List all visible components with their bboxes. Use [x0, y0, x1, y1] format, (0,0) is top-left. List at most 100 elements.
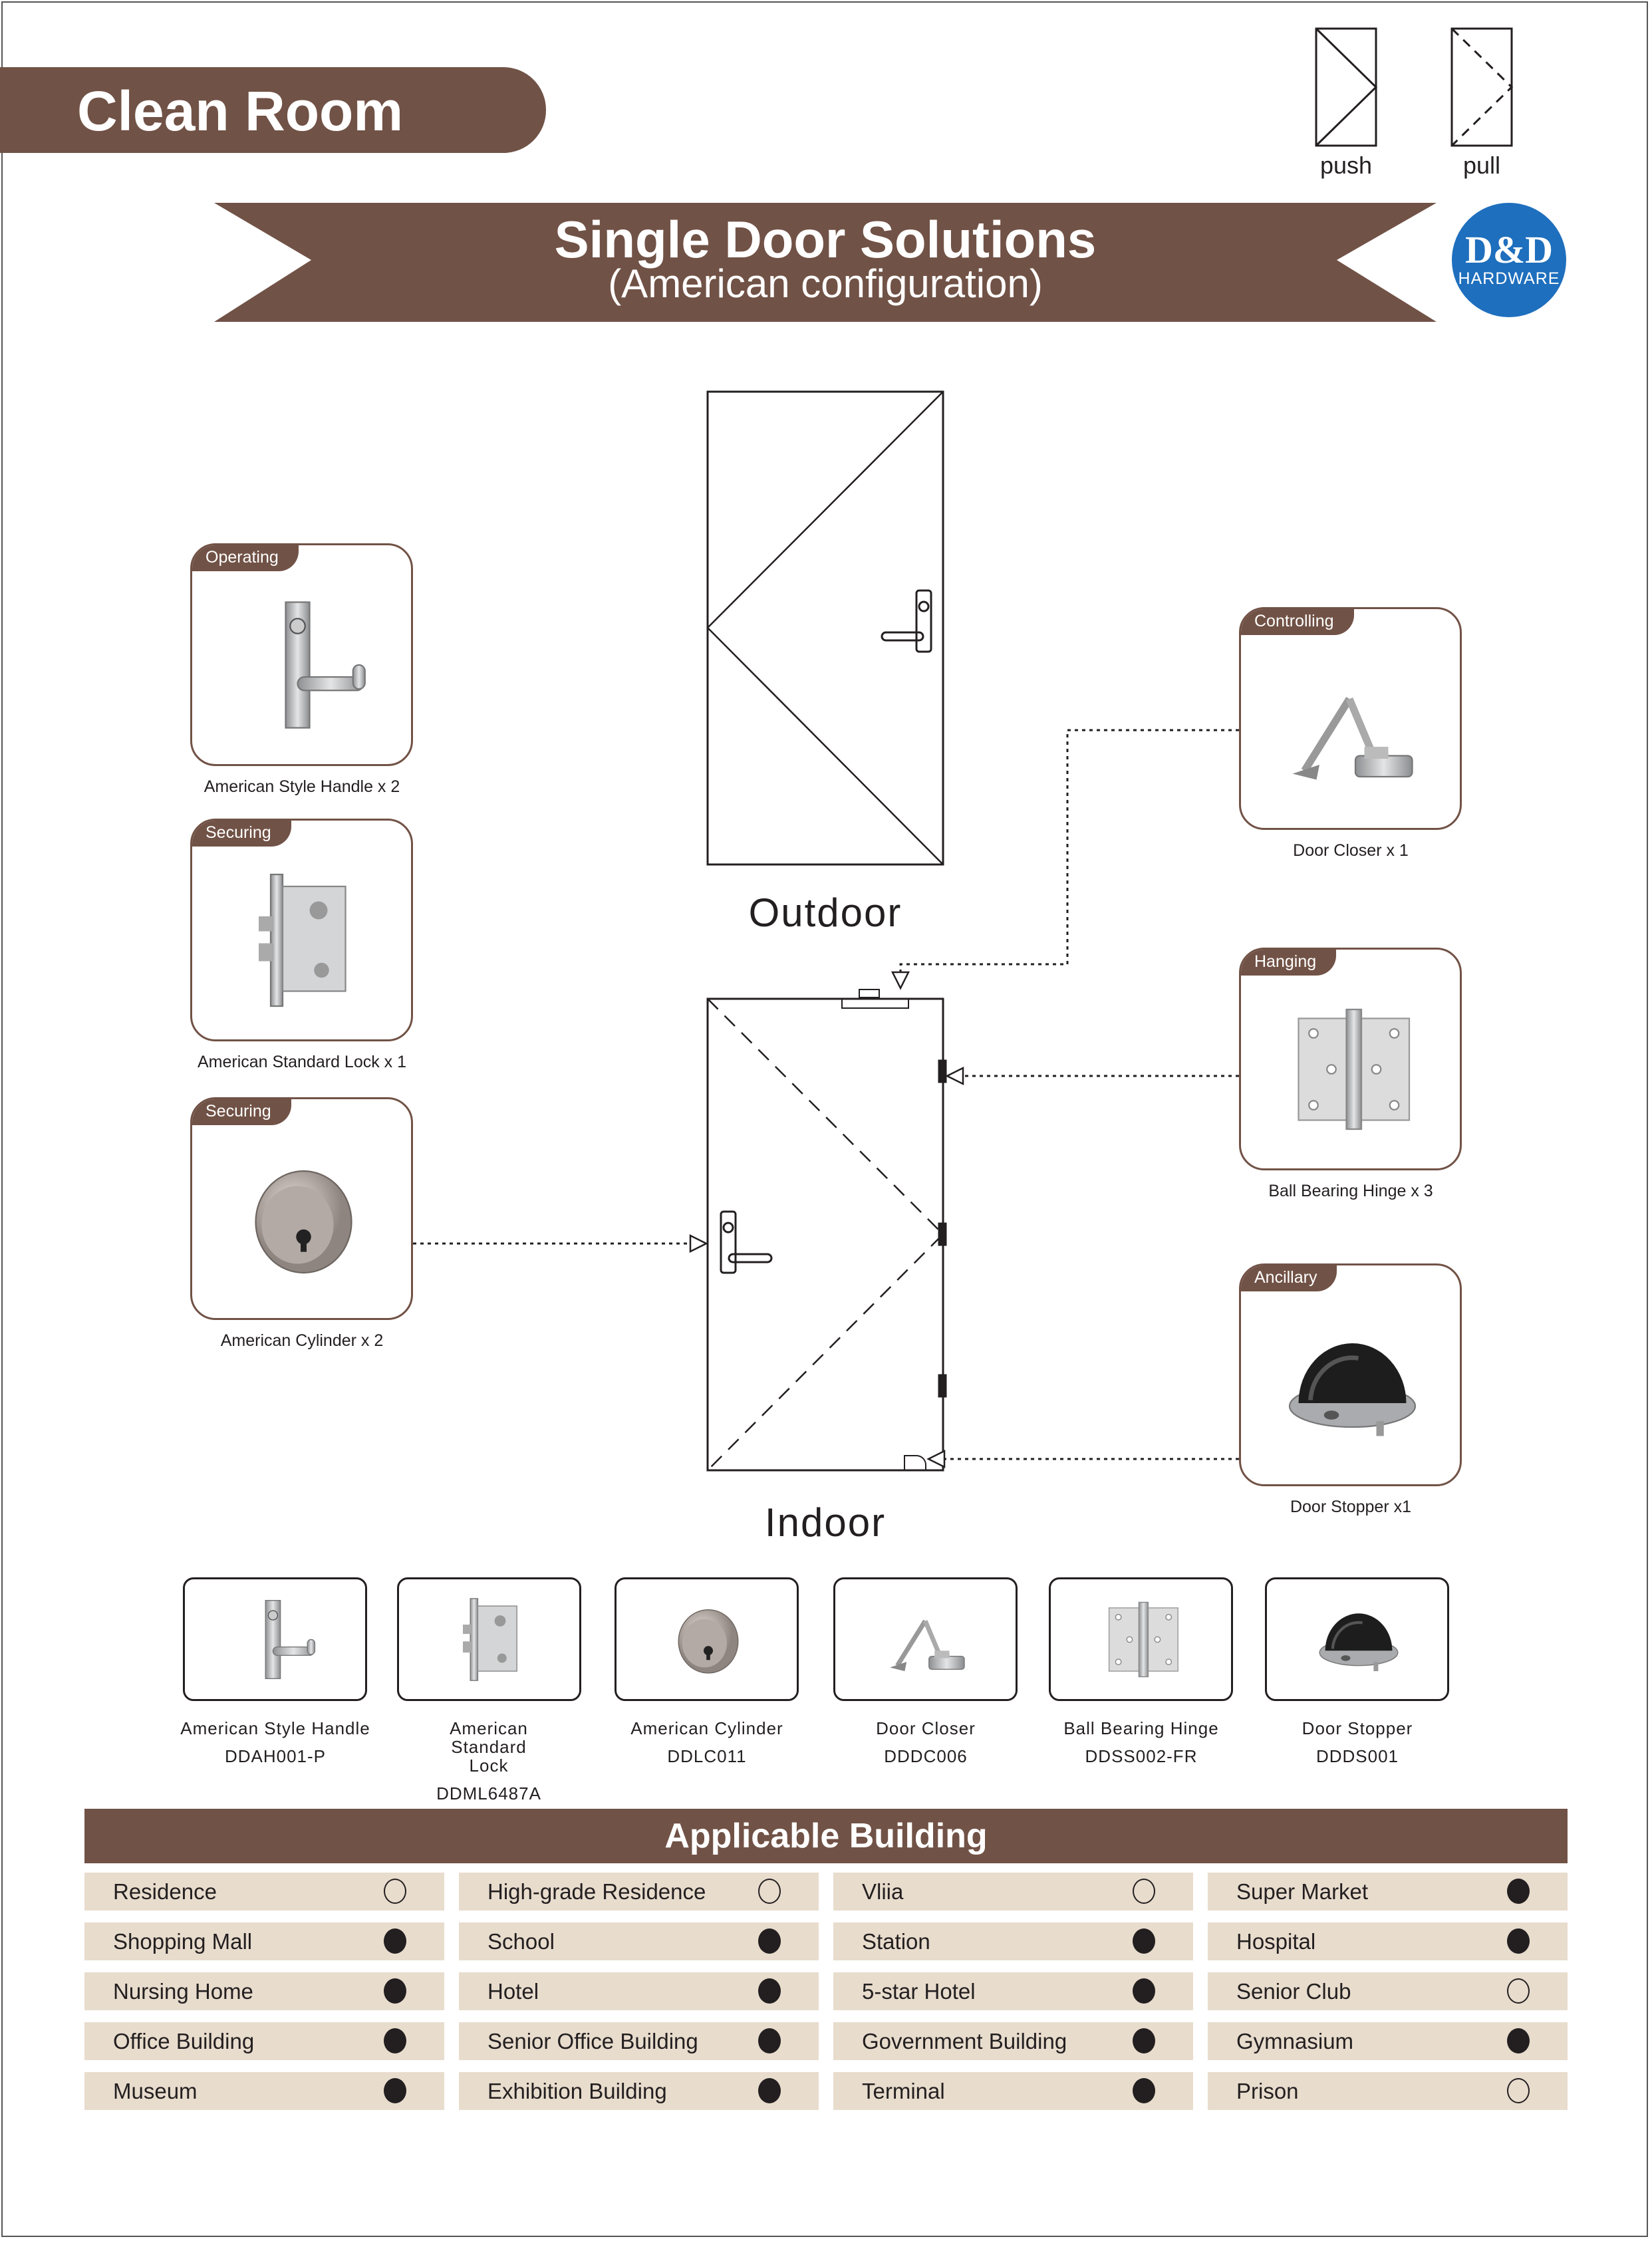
building-item: Senior Club [1208, 1972, 1568, 2010]
building-name: 5-star Hotel [862, 1979, 976, 2004]
applicable-filled-dot-icon [758, 2028, 781, 2053]
card-category-tag: Securing [192, 1099, 291, 1125]
hardware-card-lock: Securing [190, 819, 413, 1041]
brand-logo: D&D HARDWARE [1452, 203, 1566, 317]
building-name: School [487, 1929, 555, 1954]
closer-icon [890, 1619, 965, 1672]
product-code: DDDC006 [884, 1746, 968, 1766]
hinge-icon [1108, 1601, 1178, 1678]
handle-icon [265, 1600, 316, 1679]
product-name: American Standard Lock [450, 1718, 528, 1776]
product-name: American Cylinder [630, 1718, 783, 1738]
hinge-icon [1298, 1008, 1411, 1130]
outdoor-door [706, 390, 944, 866]
building-item: Residence [84, 1873, 444, 1911]
building-name: Nursing Home [113, 1979, 253, 2004]
push-icon [1315, 27, 1378, 147]
building-name: Museum [113, 2079, 198, 2103]
building-item: Station [833, 1922, 1193, 1960]
cylinder-icon [678, 1609, 739, 1674]
applicable-filled-dot-icon [384, 2028, 406, 2053]
product-name: Door Closer [876, 1718, 976, 1738]
applicable-filled-dot-icon [1133, 1978, 1155, 2004]
banner-title: Single Door Solutions [554, 210, 1097, 269]
building-name: Government Building [862, 2029, 1067, 2053]
not-applicable-empty-dot-icon [758, 1879, 781, 1904]
card-label: American Standard Lock x 1 [197, 1053, 407, 1071]
building-item: 5-star Hotel [833, 1972, 1193, 2010]
building-item: Gymnasium [1208, 2022, 1568, 2060]
product-thumbnail-closer [833, 1577, 1018, 1701]
building-name: Gymnasium [1236, 2029, 1354, 2053]
hardware-card-cylinder: Securing [190, 1097, 413, 1320]
outdoor-label: Outdoor [748, 890, 902, 935]
building-item: Museum [84, 2072, 444, 2110]
banner-ribbon [214, 203, 1437, 322]
building-item: Super Market [1208, 1873, 1568, 1911]
applicable-building-header: Applicable Building [84, 1809, 1568, 1863]
card-category-tag: Securing [192, 821, 291, 847]
applicable-filled-dot-icon [384, 1928, 406, 1954]
card-label: Door Stopper x1 [1290, 1498, 1412, 1516]
product-thumbnail-stopper [1265, 1577, 1449, 1701]
building-name: Residence [113, 1879, 217, 1904]
product-thumbnail-cylinder [615, 1577, 799, 1701]
connector-lines [413, 729, 1239, 1460]
not-applicable-empty-dot-icon [384, 1879, 406, 1904]
building-name: Hotel [487, 1979, 539, 2004]
building-name: Prison [1236, 2079, 1299, 2103]
not-applicable-empty-dot-icon [1133, 1879, 1155, 1904]
building-name: Exhibition Building [487, 2079, 667, 2103]
pull-label: pull [1462, 152, 1501, 179]
applicable-filled-dot-icon [384, 1978, 406, 2004]
applicable-filled-dot-icon [1133, 1928, 1155, 1954]
card-label: Ball Bearing Hinge x 3 [1268, 1182, 1433, 1200]
not-applicable-empty-dot-icon [1507, 2078, 1530, 2103]
building-name: Senior Club [1236, 1979, 1351, 2004]
building-item: Prison [1208, 2072, 1568, 2110]
building-item: Office Building [84, 2022, 444, 2060]
pull-icon [1450, 27, 1514, 147]
building-item: Government Building [833, 2022, 1193, 2060]
building-name: Vliia [862, 1879, 904, 1904]
card-label: American Cylinder x 2 [220, 1331, 384, 1350]
applicable-filled-dot-icon [384, 2078, 406, 2103]
product-code: DDDS001 [1315, 1746, 1399, 1766]
product-thumbnail-hinge [1049, 1577, 1233, 1701]
product-thumbnail-handle [183, 1577, 367, 1701]
building-item: Senior Office Building [459, 2022, 819, 2060]
building-item: Exhibition Building [459, 2072, 819, 2110]
applicable-filled-dot-icon [1507, 1928, 1530, 1954]
applicable-filled-dot-icon [1507, 2028, 1530, 2053]
cylinder-icon [255, 1170, 352, 1274]
card-category-tag: Operating [192, 545, 299, 571]
product-code: DDLC011 [667, 1746, 747, 1766]
building-item: School [459, 1922, 819, 1960]
building-item: Terminal [833, 2072, 1193, 2110]
logo-main: D&D [1464, 228, 1554, 271]
product-code: DDSS002-FR [1085, 1746, 1198, 1766]
building-item: Shopping Mall [84, 1922, 444, 1960]
building-item: Hospital [1208, 1922, 1568, 1960]
applicable-filled-dot-icon [758, 2078, 781, 2103]
product-name: American Style Handle [180, 1718, 370, 1738]
product-name: Ball Bearing Hinge [1063, 1718, 1219, 1738]
building-item: High-grade Residence [459, 1873, 819, 1911]
product-code: DDML6487A [436, 1783, 541, 1803]
applicable-filled-dot-icon [758, 1978, 781, 2004]
applicable-filled-dot-icon [1133, 2028, 1155, 2053]
building-item: Vliia [833, 1873, 1193, 1911]
hardware-card-hinge: Hanging [1239, 948, 1462, 1170]
banner-subtitle: (American configuration) [608, 261, 1043, 306]
card-category-tag: Hanging [1241, 950, 1337, 976]
hardware-card-stopper: Ancillary [1239, 1263, 1462, 1486]
lock-icon [259, 873, 346, 1007]
not-applicable-empty-dot-icon [1507, 1978, 1530, 2004]
product-name: Door Stopper [1302, 1718, 1413, 1738]
building-name: Super Market [1236, 1879, 1369, 1904]
